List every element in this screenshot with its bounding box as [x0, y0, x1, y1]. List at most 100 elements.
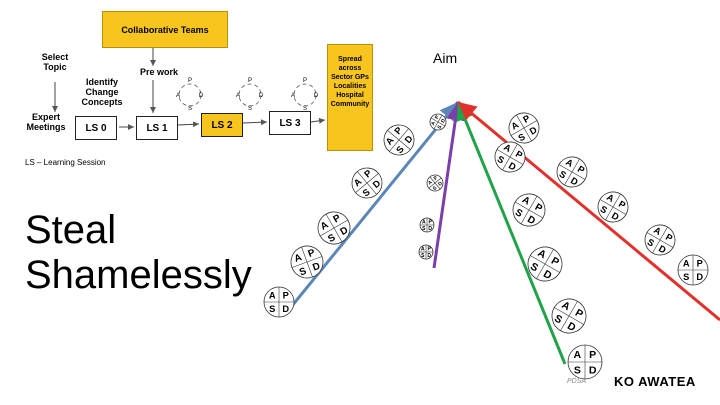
ls3-box: LS 3 — [269, 111, 311, 135]
pdsa-letter: A — [422, 220, 426, 226]
ls3-label: LS 3 — [279, 117, 301, 129]
pdsa-letter: S — [495, 154, 505, 166]
aim-arrows — [285, 100, 720, 365]
ls1-label: LS 1 — [146, 122, 168, 134]
pdsa-letter: D — [437, 180, 444, 187]
pdsa-letter: P — [427, 247, 431, 253]
pdsa-letter: P — [433, 175, 440, 182]
identify-change-concepts-label: Identify Change Concepts — [81, 77, 123, 107]
pdsa-letter: S — [516, 132, 526, 144]
pdsa-letter: P — [617, 199, 627, 211]
mini-cycle-letter: S — [188, 106, 192, 112]
blue-arrow — [285, 101, 460, 313]
pdsa-letter: A — [384, 135, 396, 147]
pdsa-letter: P — [307, 247, 317, 260]
mini-cycle-letter: D — [259, 93, 264, 99]
collaborative-teams-box: Collaborative Teams — [102, 11, 228, 48]
pdsa-letter: A — [652, 225, 663, 237]
pdsa-letter: A — [319, 220, 331, 233]
pdsa-letter: D — [440, 118, 447, 124]
pdsa-letter: P — [428, 220, 432, 226]
pdsa-letter: S — [432, 185, 439, 192]
pdsa-letter: D — [569, 175, 580, 187]
pdsa-letter: P — [332, 212, 344, 225]
spread-label: Spread across Sector GPs Localities Hosp… — [330, 56, 370, 108]
headline-line-2: Shamelessly — [25, 253, 252, 297]
pdsa-letter: P — [283, 291, 289, 301]
pdsa-letter: D — [427, 253, 431, 259]
pdsa-letter: S — [513, 207, 525, 220]
mini-cycle-letter: A — [291, 93, 295, 99]
mini-cycle-letter: P — [188, 78, 192, 84]
pdsa-letter: P — [576, 164, 586, 176]
footer-logo: KO AWATEA — [614, 374, 696, 389]
mini-cycle-letter: S — [248, 106, 252, 112]
pdsa-letter: A — [574, 349, 582, 361]
pdsa-letter: S — [298, 266, 308, 279]
pdsa-letter: D — [610, 210, 621, 222]
pdsa-letter: S — [598, 204, 608, 216]
pdsa-letter: A — [564, 157, 575, 169]
pdsa-letter: S — [326, 232, 338, 245]
pdsa-letter: S — [437, 124, 444, 130]
pdsa-letter: S — [421, 253, 425, 259]
pdsa-letter: D — [657, 243, 668, 255]
pdsa-letter: P — [589, 349, 596, 361]
headline: Steal Shamelessly — [25, 208, 252, 298]
pdsa-letter: P — [533, 202, 545, 215]
mini-cycle-letter: P — [303, 78, 307, 84]
pdsa-letter: A — [509, 120, 520, 132]
collaborative-teams-label: Collaborative Teams — [121, 24, 209, 35]
pdsa-letter: D — [528, 125, 539, 137]
pdsa-letter: S — [683, 272, 689, 282]
mini-pdsa-cycle: P D S A — [176, 78, 204, 112]
spread-box: Spread across Sector GPs Localities Hosp… — [327, 44, 373, 151]
ls2-label: LS 2 — [211, 119, 233, 131]
ls1-box: LS 1 — [136, 116, 178, 140]
pdsa-letter: P — [434, 114, 441, 120]
pdsa-letter: D — [403, 133, 415, 145]
pdsa-letter: P — [521, 113, 531, 125]
pre-work-label: Pre work — [139, 67, 179, 77]
pdsa-letter: D — [428, 226, 432, 232]
footer-small-text: PDSA — [567, 378, 587, 385]
pdsa-letter: S — [361, 187, 372, 199]
pdsa-letter: D — [589, 364, 597, 376]
ls3-to-spread-arrow — [310, 117, 326, 124]
pdsa-letter: D — [696, 272, 703, 282]
pdsa-letter: P — [393, 125, 405, 136]
pdsa-letter: S — [422, 226, 426, 232]
mini-cycle-letter: D — [199, 93, 204, 99]
pdsa-letter: A — [683, 259, 690, 269]
pdsa-letter: A — [269, 291, 276, 301]
green-arrow — [456, 101, 567, 365]
pdsa-letter: D — [311, 261, 321, 274]
pdsa-letter: D — [371, 178, 383, 190]
expert-meetings-label: Expert Meetings — [26, 112, 66, 132]
pdsa-letter: A — [430, 120, 437, 126]
pdsa-letter: A — [427, 179, 434, 186]
pdsa-letter: S — [394, 144, 406, 155]
mini-cycle-letter: A — [176, 93, 180, 99]
pdsa-letter: P — [362, 168, 373, 180]
pdsa-letter: S — [557, 169, 567, 181]
purple-arrow — [432, 101, 465, 269]
